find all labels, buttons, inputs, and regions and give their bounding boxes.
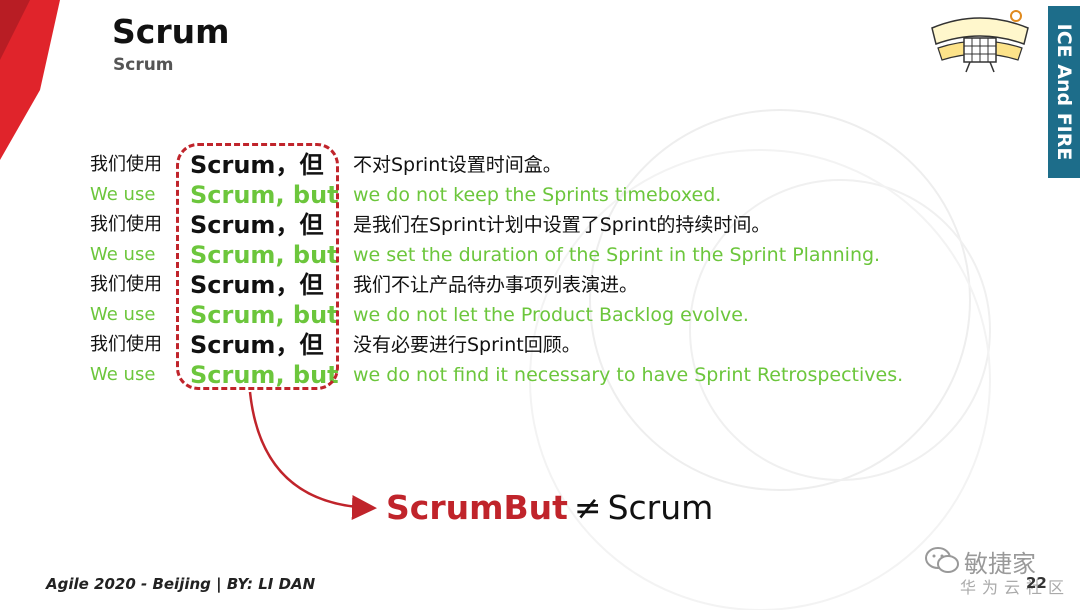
formula-right: Scrum bbox=[607, 488, 714, 527]
row-prefix: We use bbox=[90, 364, 156, 385]
row-keyword: Scrum, but bbox=[190, 241, 339, 269]
row-statement: we do not let the Product Backlog evolve… bbox=[353, 304, 749, 326]
red-corner-decoration bbox=[0, 0, 60, 160]
watermark: 敏捷家 华为云社区 bbox=[920, 540, 1070, 602]
keyword-highlight-box bbox=[176, 143, 339, 390]
page-number: 22 bbox=[1026, 574, 1047, 592]
row-statement: 不对Sprint设置时间盒。 bbox=[353, 154, 562, 176]
row-statement: we do not find it necessary to have Spri… bbox=[353, 364, 904, 386]
row-prefix: 我们使用 bbox=[90, 154, 162, 175]
row-keyword: Scrum，但 bbox=[190, 211, 324, 239]
row-prefix: We use bbox=[90, 244, 156, 265]
watermark-main: 敏捷家 bbox=[964, 550, 1036, 578]
row-statement: 是我们在Sprint计划中设置了Sprint的持续时间。 bbox=[353, 214, 771, 236]
formula-left: ScrumBut bbox=[386, 488, 568, 527]
page-title: Scrum bbox=[112, 12, 230, 51]
row-keyword: Scrum, but bbox=[190, 361, 339, 389]
row-prefix: We use bbox=[90, 304, 156, 325]
row-keyword: Scrum, but bbox=[190, 301, 339, 329]
footer-credit: Agile 2020 - Beijing | BY: LI DAN bbox=[46, 575, 316, 593]
page-subtitle: Scrum bbox=[113, 55, 174, 75]
row-prefix: 我们使用 bbox=[90, 214, 162, 235]
row-keyword: Scrum，但 bbox=[190, 151, 324, 179]
wechat-icon bbox=[925, 547, 959, 573]
row-keyword: Scrum，但 bbox=[190, 331, 324, 359]
scrum-badge-logo bbox=[928, 8, 1032, 74]
scrumbut-formula: ScrumBut≠Scrum bbox=[386, 488, 713, 527]
row-prefix: 我们使用 bbox=[90, 334, 162, 355]
formula-not-equal: ≠ bbox=[573, 488, 602, 527]
row-prefix: We use bbox=[90, 184, 156, 205]
side-tab-ice-and-fire: ICE And FIRE bbox=[1048, 6, 1080, 178]
row-statement: 我们不让产品待办事项列表演进。 bbox=[353, 274, 639, 296]
row-keyword: Scrum, but bbox=[190, 181, 339, 209]
row-statement: we set the duration of the Sprint in the… bbox=[353, 244, 881, 266]
row-keyword: Scrum，但 bbox=[190, 271, 324, 299]
row-prefix: 我们使用 bbox=[90, 274, 162, 295]
row-statement: 没有必要进行Sprint回顾。 bbox=[353, 334, 581, 356]
watermark-sub: 华为云社区 bbox=[960, 578, 1071, 597]
row-statement: we do not keep the Sprints timeboxed. bbox=[353, 184, 722, 206]
